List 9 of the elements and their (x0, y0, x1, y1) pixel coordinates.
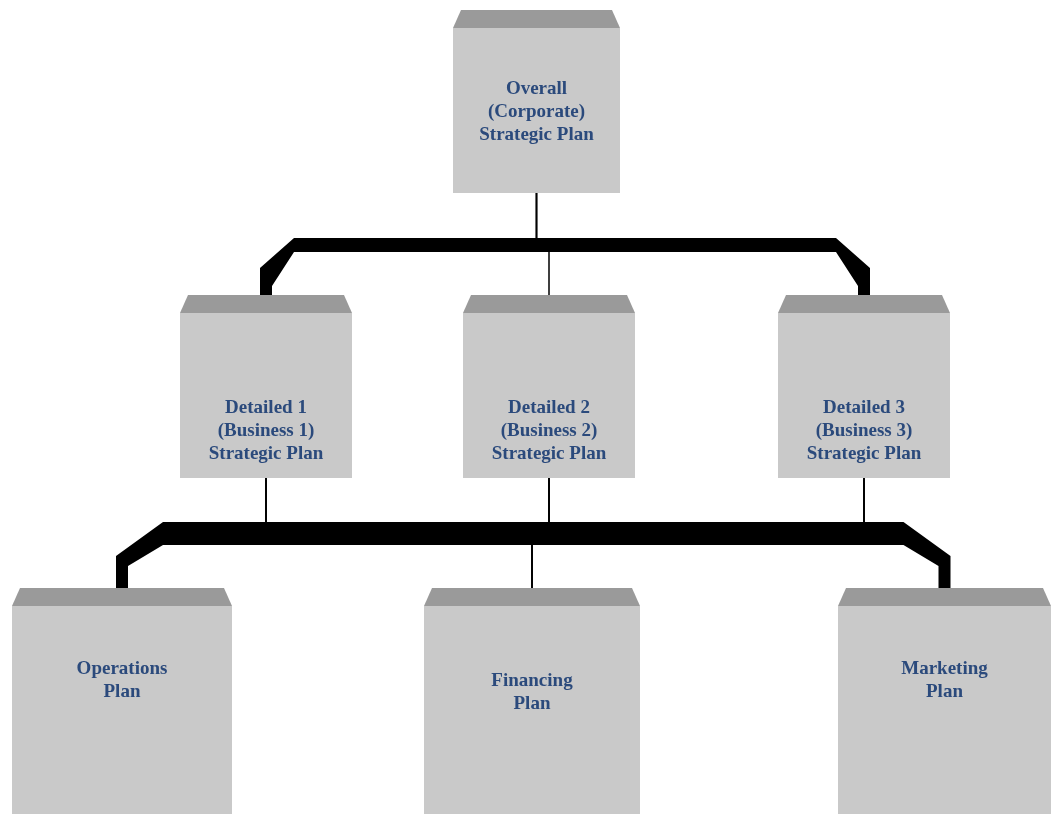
box-label: Detailed 2 (Business 2) Strategic Plan (490, 395, 608, 464)
box-label: Marketing Plan (900, 656, 989, 702)
box-label: Financing Plan (490, 668, 574, 714)
box-label: Detailed 3 (Business 3) Strategic Plan (805, 395, 923, 464)
box-label: Operations Plan (75, 656, 169, 702)
box-label: Detailed 1 (Business 1) Strategic Plan (207, 395, 325, 464)
box-label: Overall (Corporate) Strategic Plan (478, 76, 595, 145)
connector-beam (260, 238, 870, 295)
connector-beam (116, 522, 951, 588)
